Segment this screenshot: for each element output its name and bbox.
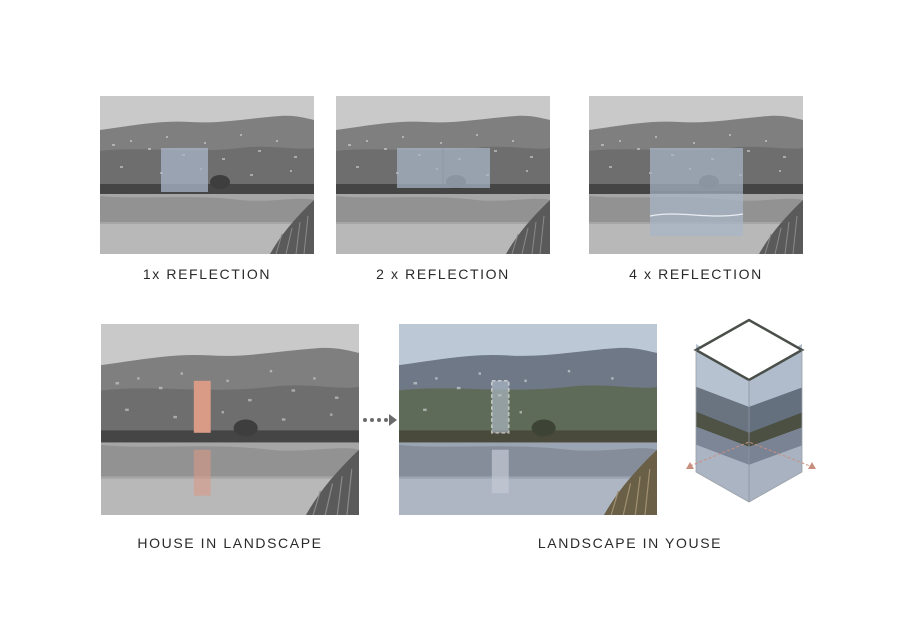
- mirror-volume-reflection: [491, 449, 509, 494]
- caption-2x-reflection: 2 x REFLECTION: [376, 266, 510, 282]
- mirror-panel: [161, 148, 208, 192]
- caption-house-in-landscape: HOUSE IN LANDSCAPE: [137, 535, 323, 551]
- dotted-arrow-right-icon: [362, 413, 398, 427]
- mirror-prism-axonometric: [676, 316, 826, 506]
- caption-1x-reflection: 1x REFLECTION: [142, 266, 272, 282]
- caption-landscape-in-youse: LANDSCAPE IN YOUSE: [537, 535, 723, 551]
- caption-4x-reflection: 4 x REFLECTION: [629, 266, 763, 282]
- mirror-volume-outline: [490, 379, 510, 434]
- house-reflection: [193, 449, 211, 496]
- reflection-1x-image: [100, 96, 314, 254]
- mirror-panel: [397, 148, 490, 188]
- reflection-2x-image: [336, 96, 550, 254]
- triangle-marker-icon: [808, 462, 816, 469]
- house-volume: [193, 380, 211, 433]
- triangle-marker-icon: [686, 462, 694, 469]
- landscape-in-youse-image: [399, 324, 657, 515]
- reflection-4x-image: [589, 96, 803, 254]
- house-in-landscape-image: [101, 324, 359, 515]
